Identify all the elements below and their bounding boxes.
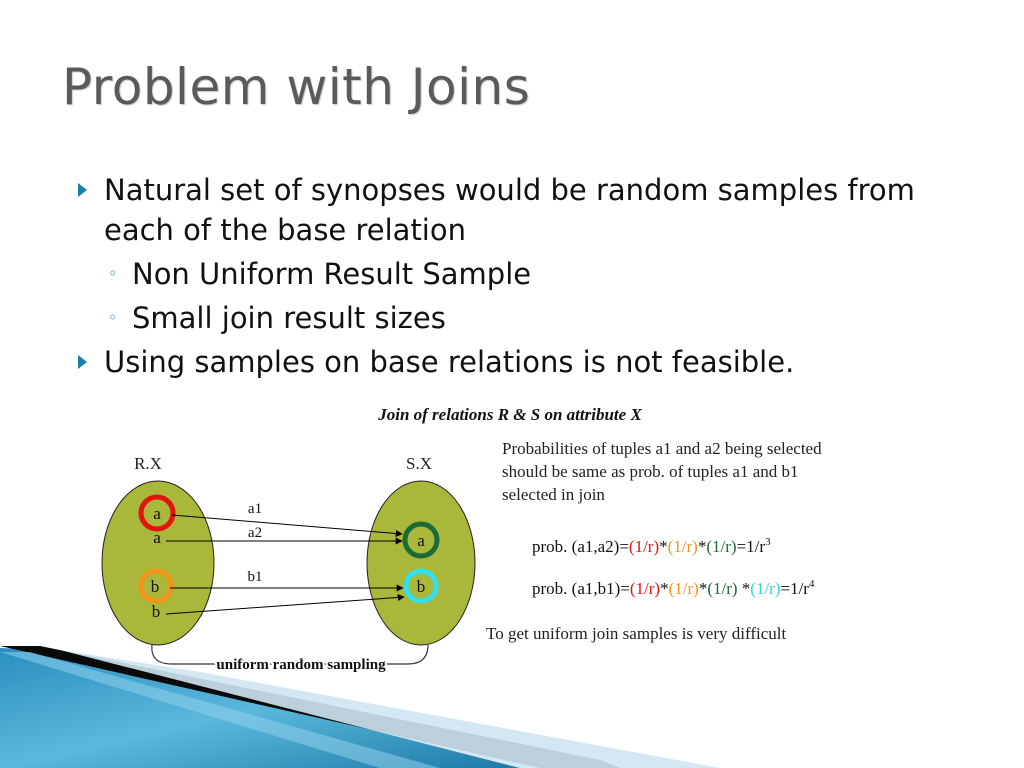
prob-term-red: (1/r) — [629, 537, 659, 556]
highlight-ring-orange — [138, 568, 174, 604]
formula-prefix: prob. (a1,a2)= — [532, 537, 629, 556]
sub-bullet-item: ◦ Small join result sizes — [76, 296, 976, 340]
formula-a1-a2: prob. (a1,a2)=(1/r)*(1/r)*(1/r)=1/r3 — [532, 536, 771, 556]
edge-b-arrow — [165, 593, 405, 615]
sampling-label: uniform random sampling — [216, 657, 386, 673]
operator: * — [698, 537, 707, 556]
bullet-list: Natural set of synopses would be random … — [76, 170, 976, 384]
sub-bullet-text: Non Uniform Result Sample — [132, 257, 532, 291]
relation-s-ellipse — [366, 480, 476, 646]
edge-label-a1: a1 — [248, 501, 262, 517]
sub-bullet-text: Small join result sizes — [132, 301, 446, 335]
operator: * — [742, 579, 751, 598]
highlight-ring-green — [402, 521, 440, 559]
slide-title: Problem with Joins — [62, 58, 531, 116]
ring-bullet-icon: ◦ — [108, 308, 118, 327]
figure-caption: Join of relations R & S on attribute X — [377, 405, 642, 424]
prob-term-red: (1/r) — [630, 579, 660, 598]
formula-prefix: prob. (a1,b1)= — [532, 579, 630, 598]
operator: * — [699, 579, 708, 598]
left-item: a — [153, 504, 161, 523]
note-line: selected in join — [502, 485, 605, 504]
sampling-brace — [151, 644, 429, 665]
prob-term-orange: (1/r) — [668, 537, 698, 556]
note-line: Probabilities of tuples a1 and a2 being … — [502, 439, 822, 458]
relation-r-ellipse — [101, 480, 215, 646]
operator: * — [660, 579, 669, 598]
prob-term-cyan: (1/r) — [750, 579, 780, 598]
right-relation-label: S.X — [406, 454, 432, 473]
prob-term-green: (1/r) — [707, 579, 741, 598]
bullet-item: Natural set of synopses would be random … — [76, 170, 976, 250]
highlight-ring-red — [138, 494, 176, 532]
formula-exponent: 4 — [809, 578, 815, 590]
left-relation-label: R.X — [134, 454, 162, 473]
right-item: b — [417, 577, 426, 596]
formula-exponent: 3 — [765, 536, 771, 548]
ring-bullet-icon: ◦ — [108, 264, 118, 283]
footer-note: To get uniform join samples is very diff… — [486, 624, 786, 643]
triangle-bullet-icon — [78, 183, 87, 197]
operator: * — [659, 537, 668, 556]
bullet-item: Using samples on base relations is not f… — [76, 342, 976, 382]
edge-a1-arrow — [171, 514, 403, 537]
bullet-text: Natural set of synopses would be random … — [104, 173, 915, 247]
highlight-ring-cyan — [403, 568, 439, 604]
bullet-text: Using samples on base relations is not f… — [104, 345, 795, 379]
prob-term-orange: (1/r) — [669, 579, 699, 598]
left-item: b — [152, 602, 161, 621]
edge-label-a2: a2 — [248, 525, 262, 541]
note-line: should be same as prob. of tuples a1 and… — [502, 462, 799, 481]
edge-label-b1: b1 — [248, 569, 263, 585]
formula-result: =1/r — [737, 537, 766, 556]
right-item: a — [417, 531, 425, 550]
formula-result: =1/r — [781, 579, 810, 598]
left-item: b — [151, 577, 160, 596]
triangle-bullet-icon — [78, 355, 87, 369]
prob-term-green: (1/r) — [706, 537, 736, 556]
sub-bullet-item: ◦ Non Uniform Result Sample — [76, 252, 976, 296]
left-item: a — [153, 528, 161, 547]
formula-a1-b1: prob. (a1,b1)=(1/r)*(1/r)*(1/r) *(1/r)=1… — [532, 578, 815, 598]
